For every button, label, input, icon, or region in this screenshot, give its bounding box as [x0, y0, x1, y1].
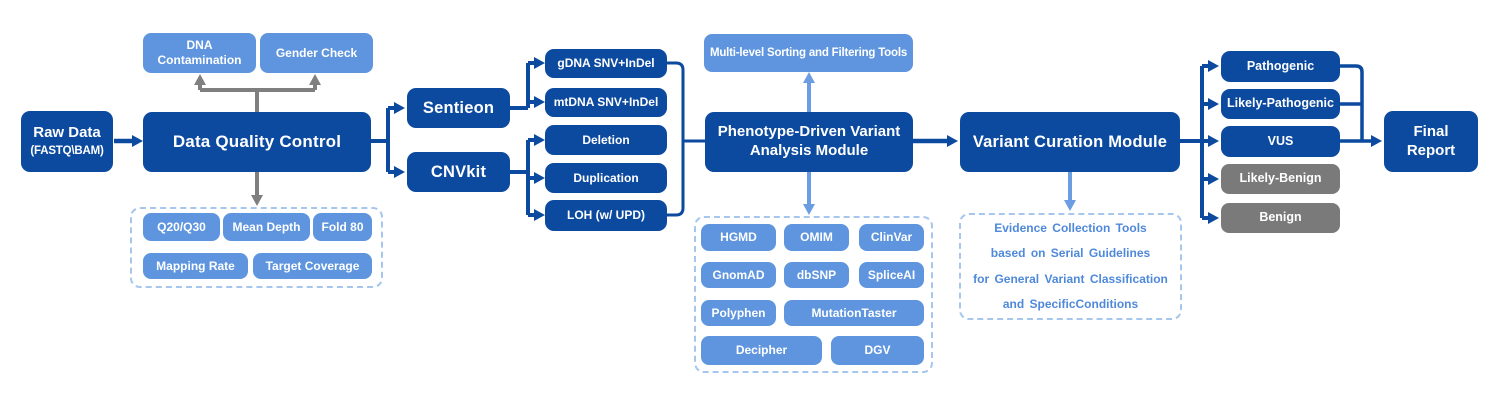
- final-report-line1: Final: [1413, 122, 1449, 140]
- evidence-note-line3: for General Variant Classification: [973, 271, 1168, 286]
- node-likely-benign: Likely-Benign: [1221, 164, 1340, 194]
- node-sentieon: Sentieon: [407, 88, 510, 128]
- evidence-note-container: [959, 213, 1182, 320]
- node-pathogenic: Pathogenic: [1221, 51, 1340, 82]
- node-variant-curation-module: Variant Curation Module: [960, 112, 1180, 172]
- node-omim: OMIM: [784, 224, 849, 251]
- node-hgmd: HGMD: [701, 224, 776, 251]
- connector-variants-to-phenotype: [667, 61, 706, 217]
- node-raw-data: Raw Data (FASTQ\BAM): [21, 111, 113, 172]
- node-sorting-filtering-tools: Multi-level Sorting and Filtering Tools: [704, 34, 913, 72]
- node-deletion: Deletion: [545, 125, 667, 155]
- connector-classes-to-report: [1340, 64, 1382, 147]
- node-mapping-rate: Mapping Rate: [143, 253, 248, 279]
- raw-data-subtitle: (FASTQ\BAM): [30, 145, 104, 158]
- connector-cnvkit-to-outputs: [510, 134, 545, 221]
- evidence-note-line4: and SpecificConditions: [1002, 296, 1139, 311]
- node-final-report: Final Report: [1384, 111, 1478, 172]
- node-gnomad: GnomAD: [701, 262, 776, 288]
- node-q20-q30: Q20/Q30: [143, 213, 220, 241]
- raw-data-title: Raw Data: [33, 124, 101, 142]
- connector-sentieon-to-outputs: [510, 57, 545, 110]
- node-likely-pathogenic: Likely-Pathogenic: [1221, 89, 1340, 119]
- evidence-note: Evidence Collection Tools based on Seria…: [959, 213, 1182, 320]
- node-gender-check: Gender Check: [260, 33, 373, 73]
- node-loh-upd: LOH (w/ UPD): [545, 200, 667, 231]
- node-clinvar: ClinVar: [859, 224, 924, 251]
- connector-curation-to-classes: [1180, 60, 1219, 224]
- evidence-note-line2: based on Serial Guidelines: [990, 246, 1151, 261]
- node-benign: Benign: [1221, 203, 1340, 233]
- node-mutationtaster: MutationTaster: [784, 300, 924, 326]
- node-mtdna-snv-indel: mtDNA SNV+InDel: [545, 88, 667, 117]
- qc-metrics-container: [130, 207, 383, 288]
- node-dna-contamination: DNA Contamination: [143, 33, 256, 73]
- node-gdna-snv-indel: gDNA SNV+InDel: [545, 49, 667, 78]
- node-spliceai: SpliceAI: [859, 262, 924, 288]
- node-decipher: Decipher: [701, 336, 822, 365]
- evidence-note-line1: Evidence Collection Tools: [994, 221, 1147, 236]
- connector-dqc-to-callers: [371, 102, 405, 178]
- node-polyphen: Polyphen: [701, 300, 776, 326]
- node-fold-80: Fold 80: [313, 213, 372, 241]
- node-duplication: Duplication: [545, 163, 667, 193]
- node-vus: VUS: [1221, 126, 1340, 157]
- phenotype-module-line1: Phenotype-Driven Variant: [717, 123, 901, 141]
- node-phenotype-module: Phenotype-Driven Variant Analysis Module: [705, 112, 913, 172]
- final-report-line2: Report: [1406, 141, 1456, 159]
- databases-container: [694, 216, 933, 373]
- connector-dqc-to-qc-checks: [194, 74, 321, 112]
- node-dbsnp: dbSNP: [784, 262, 849, 288]
- node-target-coverage: Target Coverage: [253, 253, 372, 279]
- node-dgv: DGV: [831, 336, 924, 365]
- node-data-quality-control: Data Quality Control: [143, 112, 371, 172]
- node-cnvkit: CNVkit: [407, 152, 510, 192]
- node-mean-depth: Mean Depth: [223, 213, 310, 241]
- phenotype-module-line2: Analysis Module: [749, 142, 869, 159]
